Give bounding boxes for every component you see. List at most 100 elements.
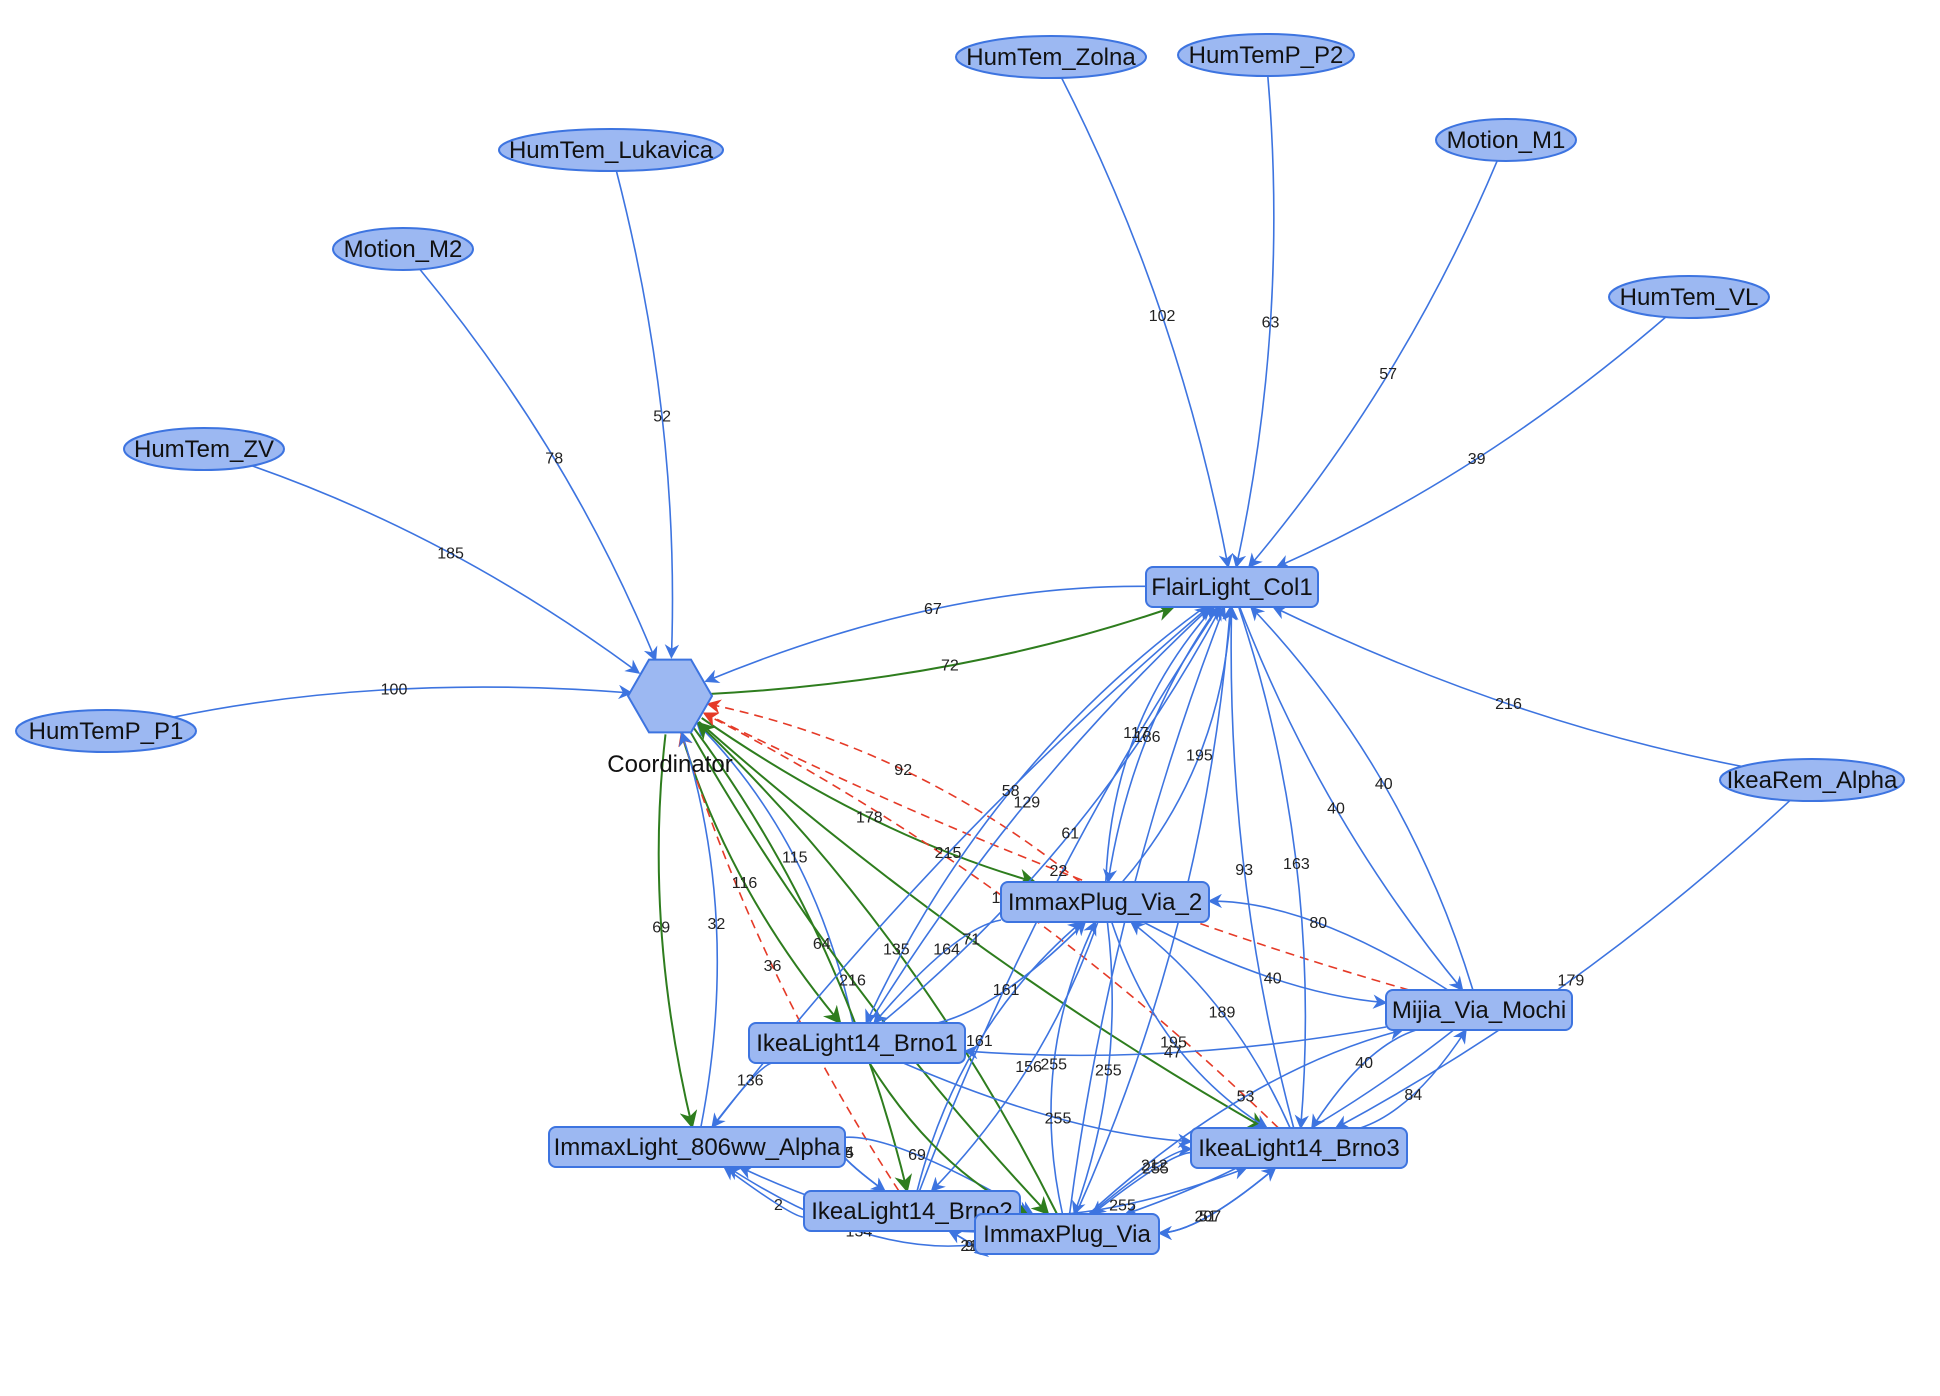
edge-label: 92 xyxy=(894,762,912,779)
edge-immaxplug_via_2-to-ikealight14_brno2 xyxy=(930,921,1099,1193)
edge-label: 57 xyxy=(1379,366,1397,383)
edge-label: 164 xyxy=(933,942,960,959)
edge-label: 36 xyxy=(764,958,782,975)
edge-ikealight14_brno2-to-immaxlight_806ww_alpha xyxy=(723,1166,805,1218)
node-label: ImmaxLight_806ww_Alpha xyxy=(554,1134,841,1161)
edge-immaxplug_via-to-coordinator xyxy=(696,721,1058,1215)
edge-label: 69 xyxy=(652,919,670,936)
node-immaxplug_via_2[interactable]: ImmaxPlug_Via_2 xyxy=(1000,881,1210,923)
edge-label: 51 xyxy=(1199,1209,1217,1226)
node-ellipse[interactable] xyxy=(332,227,474,271)
edge-label: 178 xyxy=(856,810,883,827)
node-box[interactable] xyxy=(1190,1127,1408,1169)
node-humtem_vl[interactable]: HumTem_VL xyxy=(1608,275,1770,319)
node-motion_m2[interactable]: Motion_M2 xyxy=(332,227,474,271)
node-label: HumTemP_P1 xyxy=(29,718,184,745)
edge-mijia_via_mochi-to-coordinator xyxy=(703,712,1410,991)
edge-label: 40 xyxy=(1375,776,1393,793)
node-ellipse[interactable] xyxy=(1719,758,1905,802)
edge-ikealight14_brno1-to-immaxplug_via_2 xyxy=(937,920,1087,1024)
nodes-group: Coordinator HumTem_Zolna HumTemP_P2Motion_… xyxy=(15,33,1905,1255)
node-mijia_via_mochi[interactable]: Mijia_Via_Mochi xyxy=(1385,989,1573,1031)
node-humtem_lukavica[interactable]: HumTem_Lukavica xyxy=(498,128,724,172)
node-humtemp_p2[interactable]: HumTemP_P2 xyxy=(1177,33,1355,77)
node-immaxlight_806ww_alpha[interactable]: ImmaxLight_806ww_Alpha xyxy=(548,1126,846,1168)
edge-label: 255 xyxy=(1142,1160,1169,1177)
node-coordinator[interactable]: Coordinator xyxy=(607,658,733,778)
node-ellipse[interactable] xyxy=(15,709,197,753)
edge-ikealight14_brno3-to-immaxplug_via_2 xyxy=(1129,921,1291,1129)
node-box[interactable] xyxy=(803,1190,1021,1232)
edge-ikearem_alpha-to-flairlight_col1 xyxy=(1272,606,1742,768)
edge-label: 116 xyxy=(732,875,758,892)
edge-label: 129 xyxy=(1013,794,1040,811)
edge-labels-group: 1026357395278185100216179726717892227114… xyxy=(381,308,1585,1255)
node-box[interactable] xyxy=(1145,566,1319,608)
edge-label: 40 xyxy=(1355,1055,1373,1072)
coordinator-hexagon-icon[interactable] xyxy=(626,658,714,734)
node-label: Mijia_Via_Mochi xyxy=(1392,997,1566,1024)
edge-label: 255 xyxy=(1040,1057,1067,1074)
node-label: Coordinator xyxy=(607,751,732,778)
node-label: FlairLight_Col1 xyxy=(1151,574,1312,601)
node-ikealight14_brno2[interactable]: IkeaLight14_Brno2 xyxy=(803,1190,1021,1232)
node-motion_m1[interactable]: Motion_M1 xyxy=(1435,118,1577,162)
node-humtem_zv[interactable]: HumTem_ZV xyxy=(123,427,285,471)
node-ikearem_alpha[interactable]: IkeaRem_Alpha xyxy=(1719,758,1905,802)
edge-humtemp_p2-to-flairlight_col1 xyxy=(1231,75,1275,569)
edge-label: 22 xyxy=(1050,863,1068,880)
edge-flairlight_col1-to-ikealight14_brno3 xyxy=(1237,606,1309,1130)
edge-ikealight14_brno1-to-ikealight14_brno3 xyxy=(902,1062,1193,1149)
edge-label: 255 xyxy=(1109,1197,1136,1214)
edge-label: 58 xyxy=(1002,783,1020,800)
edge-ikealight14_brno3-to-mijia_via_mochi xyxy=(1360,1028,1467,1129)
edge-label: 64 xyxy=(813,936,831,953)
node-humtemp_p1[interactable]: HumTemP_P1 xyxy=(15,709,197,753)
node-flairlight_col1[interactable]: FlairLight_Col1 xyxy=(1145,566,1319,608)
edge-label: 93 xyxy=(1235,862,1253,879)
edge-label: 80 xyxy=(1309,915,1327,932)
node-box[interactable] xyxy=(748,1022,966,1064)
node-ellipse[interactable] xyxy=(1608,275,1770,319)
edge-label: 32 xyxy=(708,916,726,933)
edge-label: 195 xyxy=(1186,747,1213,764)
node-ikealight14_brno3[interactable]: IkeaLight14_Brno3 xyxy=(1190,1127,1408,1169)
edge-flairlight_col1-to-coordinator xyxy=(704,585,1147,684)
node-immaxplug_via[interactable]: ImmaxPlug_Via xyxy=(974,1213,1160,1255)
edge-label: 84 xyxy=(1404,1087,1422,1104)
node-ellipse[interactable] xyxy=(1177,33,1355,77)
node-humtem_zolna[interactable]: HumTem_Zolna xyxy=(955,35,1147,79)
edge-label: 102 xyxy=(1149,308,1176,325)
node-box[interactable] xyxy=(548,1126,846,1168)
node-box[interactable] xyxy=(1385,989,1573,1031)
edge-label: 215 xyxy=(935,845,962,862)
node-ellipse[interactable] xyxy=(498,128,724,172)
edge-label: 195 xyxy=(1160,1035,1187,1052)
node-label: HumTem_Zolna xyxy=(966,44,1136,71)
edge-label: 78 xyxy=(545,450,563,467)
node-box[interactable] xyxy=(974,1213,1160,1255)
edge-label: 207 xyxy=(1194,1209,1221,1226)
node-ellipse[interactable] xyxy=(123,427,285,471)
node-box[interactable] xyxy=(1000,881,1210,923)
node-label: ImmaxPlug_Via xyxy=(983,1221,1151,1248)
edge-flairlight_col1-to-ikealight14_brno1 xyxy=(865,606,1206,1025)
edge-label: 61 xyxy=(1061,825,1079,842)
edge-immaxplug_via_2-to-coordinator xyxy=(706,699,1081,883)
edge-label: 136 xyxy=(737,1073,764,1090)
edge-ikealight14_brno1-to-flairlight_col1 xyxy=(868,606,1212,1024)
node-ellipse[interactable] xyxy=(1435,118,1577,162)
node-label: HumTem_ZV xyxy=(134,436,274,463)
edge-immaxplug_via-to-mijia_via_mochi xyxy=(1088,1026,1404,1215)
edge-label: 117 xyxy=(1123,725,1149,742)
node-ikealight14_brno1[interactable]: IkeaLight14_Brno1 xyxy=(748,1022,966,1064)
edge-label: 100 xyxy=(381,681,408,698)
edge-label: 52 xyxy=(653,408,671,425)
edge-label: 255 xyxy=(1095,1062,1122,1079)
edge-label: 212 xyxy=(1141,1157,1168,1174)
node-ellipse[interactable] xyxy=(955,35,1147,79)
edge-mijia_via_mochi-to-immaxplug_via_2 xyxy=(1207,893,1449,991)
edge-label: 40 xyxy=(1264,970,1282,987)
edge-label: 69 xyxy=(908,1147,926,1164)
